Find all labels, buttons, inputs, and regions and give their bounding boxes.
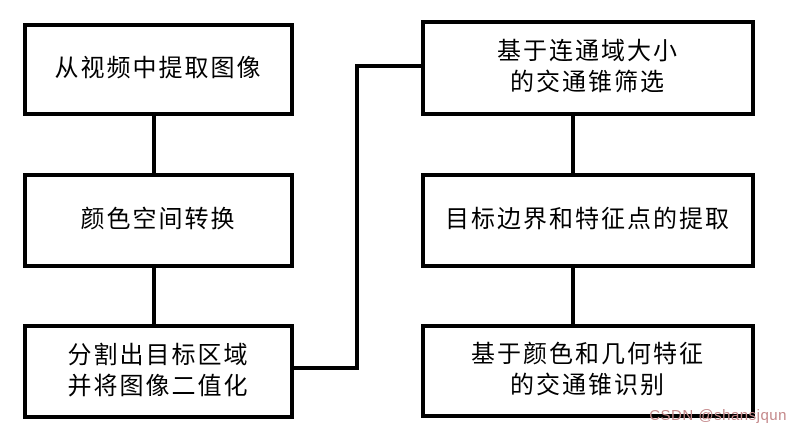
flow-box-label: 分割出目标区域 <box>67 342 250 369</box>
flow-box-label: 的交通锥识别 <box>510 373 666 399</box>
flow-box-cone-recognition-by-color-geometry: 基于颜色和几何特征 的交通锥识别 <box>421 324 755 418</box>
connector-right-box1-box2 <box>571 114 575 175</box>
connector-right-box2-box3 <box>571 266 575 326</box>
flow-box-color-space-conversion: 颜色空间转换 <box>23 173 294 268</box>
flow-box-segment-and-binarize: 分割出目标区域 并将图像二值化 <box>23 324 294 419</box>
connector-elbow-top-horizontal <box>355 64 423 68</box>
flow-box-cone-filter-by-connected-domain: 基于连通域大小 的交通锥筛选 <box>421 20 755 116</box>
flow-box-label: 基于连通域大小 <box>497 39 679 65</box>
flow-box-label: 颜色空间转换 <box>80 207 237 233</box>
connector-left-box1-box2 <box>152 114 156 175</box>
flow-box-extract-image-from-video: 从视频中提取图像 <box>23 23 294 116</box>
flow-box-label: 并将图像二值化 <box>67 373 250 400</box>
connector-elbow-bottom-horizontal <box>292 366 359 370</box>
flow-box-label: 从视频中提取图像 <box>54 56 263 82</box>
connector-left-box2-box3 <box>152 266 156 326</box>
flow-box-label: 基于颜色和几何特征 <box>471 342 705 368</box>
watermark: CSDN @shansjqun <box>649 407 787 424</box>
flow-box-boundary-and-feature-extraction: 目标边界和特征点的提取 <box>421 173 755 268</box>
flow-box-label: 的交通锥筛选 <box>510 70 666 96</box>
flow-box-label: 目标边界和特征点的提取 <box>445 207 731 233</box>
connector-elbow-vertical <box>355 64 359 370</box>
